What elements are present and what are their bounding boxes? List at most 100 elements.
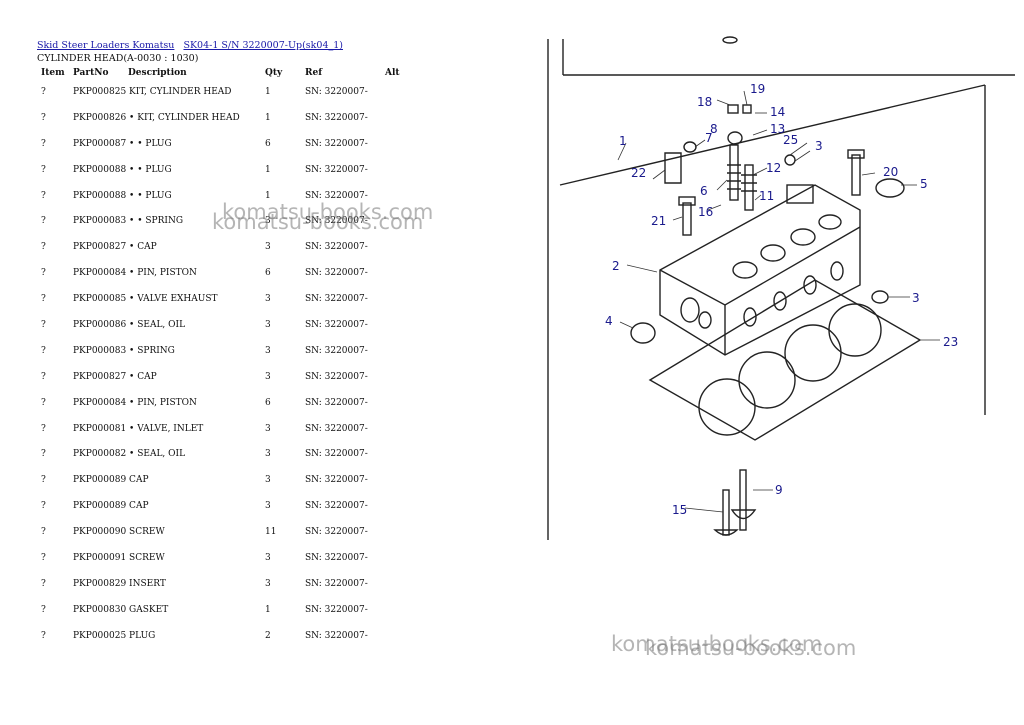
cell-qty: 3 xyxy=(265,345,271,356)
callout-7: 7 xyxy=(705,131,713,145)
cell-part-description: PKP000083 • SPRING xyxy=(73,345,175,356)
cell-qty: 3 xyxy=(265,449,271,460)
cell-item: ? xyxy=(41,138,46,149)
breadcrumb-link-model[interactable]: SK04-1 S/N 3220007-Up(sk04_1) xyxy=(183,40,343,51)
cell-part-description: PKP000082 • SEAL, OIL xyxy=(73,449,186,460)
cell-part-description: PKP000827 • CAP xyxy=(73,371,157,382)
cell-alt xyxy=(385,234,405,260)
table-row: ? PKP000090 SCREW 11 SN: 3220007- xyxy=(37,519,405,545)
table-row: ? PKP000087 • • PLUG 6 SN: 3220007- xyxy=(37,131,405,157)
cell-part-description: PKP000025 PLUG xyxy=(73,630,156,641)
parts-table: Item PartNo Description Qty Ref Alt ?PKP… xyxy=(37,67,405,649)
cell-qty: 11 xyxy=(265,527,277,538)
cell-ref: SN: 3220007- xyxy=(305,319,368,330)
cell-qty: 1 xyxy=(265,164,271,175)
cell-qty: 6 xyxy=(265,138,271,149)
callout-11: 11 xyxy=(759,189,774,203)
cell-alt xyxy=(385,338,405,364)
cell-item: ? xyxy=(41,397,46,408)
cell-qty: 3 xyxy=(265,294,271,305)
watermark-top-overlap: komatsu-books.com xyxy=(212,210,424,234)
cell-qty: 3 xyxy=(265,319,271,330)
cell-ref: SN: 3220007- xyxy=(305,397,368,408)
cell-ref: SN: 3220007- xyxy=(305,501,368,512)
cell-alt xyxy=(385,312,405,338)
cell-item: ? xyxy=(41,164,46,175)
cell-part-description: PKP000090 SCREW xyxy=(73,527,165,538)
cell-ref: SN: 3220007- xyxy=(305,449,368,460)
cell-item: ? xyxy=(41,216,46,227)
callout-23: 23 xyxy=(943,335,958,349)
cell-item: ? xyxy=(41,527,46,538)
cell-qty: 3 xyxy=(265,371,271,382)
cell-part-description: PKP000087 • • PLUG xyxy=(73,138,172,149)
header-qty: Qty xyxy=(265,68,283,78)
cell-part-description: PKP000084 • PIN, PISTON xyxy=(73,397,197,408)
header-item: Item xyxy=(41,68,65,78)
cell-part-description: PKP000088 • • PLUG xyxy=(73,190,172,201)
cell-alt xyxy=(385,519,405,545)
cell-qty: 3 xyxy=(265,423,271,434)
callout-4: 4 xyxy=(605,314,613,328)
callout-3a: 3 xyxy=(815,139,823,153)
cell-item: ? xyxy=(41,630,46,641)
breadcrumb-link-catalog[interactable]: Skid Steer Loaders Komatsu xyxy=(37,40,175,51)
cell-ref: SN: 3220007- xyxy=(305,268,368,279)
callout-22: 22 xyxy=(631,166,646,180)
callout-16: 16 xyxy=(698,205,713,219)
cell-part-description: PKP000089 CAP xyxy=(73,475,149,486)
cell-qty: 1 xyxy=(265,86,271,97)
watermark-bottom: komatsu-books.com xyxy=(611,632,823,656)
cell-ref: SN: 3220007- xyxy=(305,242,368,253)
cell-qty: 6 xyxy=(265,397,271,408)
cell-ref: SN: 3220007- xyxy=(305,604,368,615)
cell-qty: 1 xyxy=(265,604,271,615)
cell-alt xyxy=(385,571,405,597)
callout-9: 9 xyxy=(775,483,783,497)
cell-part-description: PKP000081 • VALVE, INLET xyxy=(73,423,204,434)
cell-qty: 3 xyxy=(265,242,271,253)
cell-ref: SN: 3220007- xyxy=(305,345,368,356)
breadcrumb: Skid Steer Loaders Komatsu SK04-1 S/N 32… xyxy=(37,40,349,51)
cell-item: ? xyxy=(41,294,46,305)
cell-part-description: PKP000084 • PIN, PISTON xyxy=(73,268,197,279)
callout-8: 8 xyxy=(710,122,718,136)
section-title: CYLINDER HEAD(A-0030 : 1030) xyxy=(37,53,199,64)
cell-ref: SN: 3220007- xyxy=(305,527,368,538)
cell-qty: 3 xyxy=(265,216,271,227)
callout-21: 21 xyxy=(651,214,666,228)
cell-alt xyxy=(385,597,405,623)
cell-qty: 3 xyxy=(265,475,271,486)
cell-part-description: PKP000830 GASKET xyxy=(73,604,169,615)
callout-12: 12 xyxy=(766,161,781,175)
cell-item: ? xyxy=(41,371,46,382)
cell-part-description: PKP000829 INSERT xyxy=(73,578,166,589)
cell-alt xyxy=(385,105,405,131)
cell-item: ? xyxy=(41,501,46,512)
cell-alt xyxy=(385,441,405,467)
cell-ref: SN: 3220007- xyxy=(305,138,368,149)
cylinder-head-exploded-diagram: 1 2 3 3 4 5 6 7 8 9 11 12 13 14 15 16 18… xyxy=(547,36,1015,540)
callout-15: 15 xyxy=(672,503,687,517)
cell-item: ? xyxy=(41,242,46,253)
cell-ref: SN: 3220007- xyxy=(305,86,368,97)
cell-item: ? xyxy=(41,552,46,563)
cell-alt xyxy=(385,545,405,571)
cell-part-description: PKP000826 • KIT, CYLINDER HEAD xyxy=(73,112,240,123)
cell-qty: 3 xyxy=(265,578,271,589)
cell-item: ? xyxy=(41,268,46,279)
cell-part-description: PKP000086 • SEAL, OIL xyxy=(73,319,186,330)
header-alt: Alt xyxy=(385,68,400,78)
